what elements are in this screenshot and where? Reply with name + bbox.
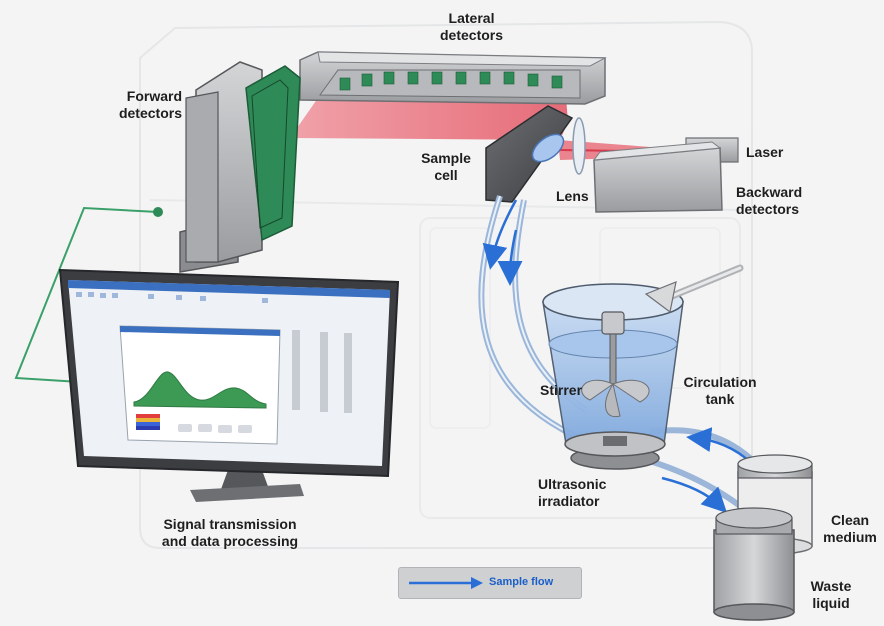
backward-detector	[592, 141, 723, 213]
lateral-detector-array	[299, 51, 607, 105]
sample-scoop	[644, 264, 744, 314]
legend: Sample flow	[398, 567, 582, 599]
lens-label: Lens	[556, 188, 589, 204]
legend-label: Sample flow	[489, 576, 554, 588]
waste-liquid-jar	[713, 507, 795, 621]
sample-cell	[485, 105, 574, 203]
monitor	[58, 268, 400, 502]
stirrer-label: Stirrer	[540, 382, 583, 398]
heatmap-thumbnail	[136, 414, 160, 430]
stirrer	[581, 311, 650, 418]
lens	[572, 117, 586, 175]
laser-label: Laser	[746, 144, 784, 160]
forward-detector	[179, 61, 301, 273]
sample-flow-arrow-icon	[409, 577, 483, 589]
